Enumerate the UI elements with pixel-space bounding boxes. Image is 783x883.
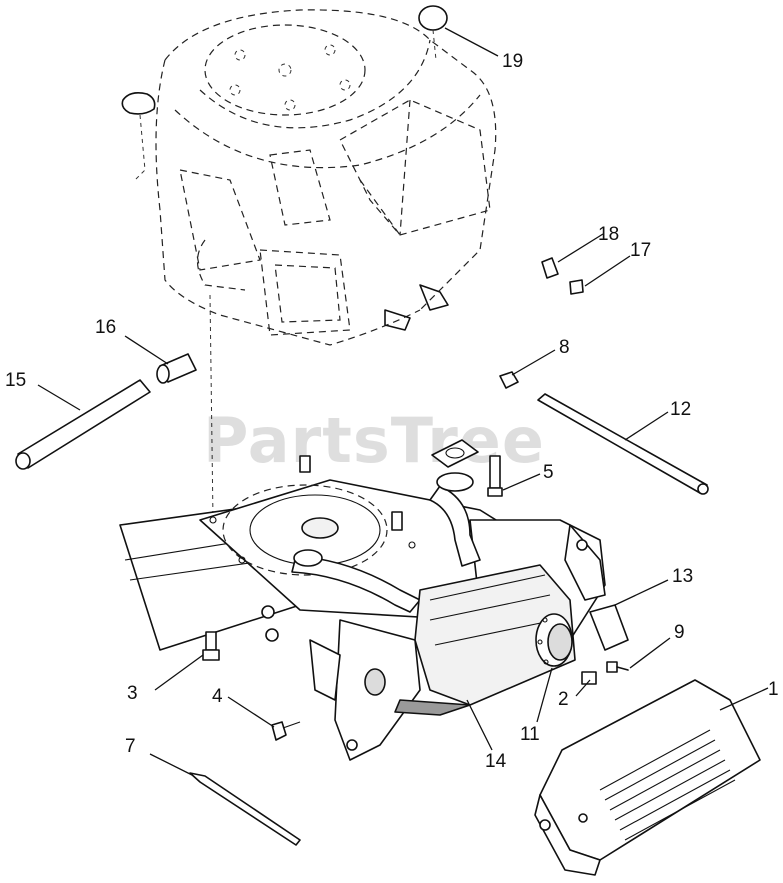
muffler-bracket [589,604,629,651]
callout-11: 11 [520,724,540,745]
screw-2 [581,671,597,685]
exhaust-gasket [431,439,479,468]
callout-19: 19 [502,51,523,72]
bolt-3 [202,631,220,661]
screw-17 [569,279,584,295]
callout-16: 15 [5,370,26,391]
nut-8 [499,371,519,389]
leader-lines [37,27,769,776]
heat-shield [534,679,761,876]
callout-5: 5 [543,462,554,483]
callout-2: 2 [558,689,569,710]
callout-7: 7 [125,736,136,757]
rod-12 [537,393,709,495]
callout-12: 12 [670,399,691,420]
callout-9: 9 [674,622,685,643]
stud-5 [487,455,503,497]
tube-16 [15,379,151,470]
cable-tie-7 [189,772,301,846]
callout-labels: 19 18 17 16 15 8 12 5 13 9 3 4 2 11 14 7… [5,51,779,772]
exhaust-pipe [291,472,481,613]
callout-17: 17 [630,240,651,261]
muffler [394,564,576,716]
callout-8: 8 [559,337,570,358]
spark-arrestor [535,613,573,667]
callout-4: 4 [212,686,223,707]
engine-phantom [121,5,497,521]
clip-18 [541,257,559,279]
fitting-14 [156,353,197,384]
callout-1: 1 [768,679,779,700]
callout-13: 13 [672,566,693,587]
callout-18: 18 [598,224,619,245]
watermark-text: PartsTree [203,404,545,477]
screw-4 [271,721,301,741]
callout-14: 16 [95,317,116,338]
callout-15: 14 [485,751,507,772]
bolt-9 [606,661,629,673]
callout-3: 3 [127,683,138,704]
